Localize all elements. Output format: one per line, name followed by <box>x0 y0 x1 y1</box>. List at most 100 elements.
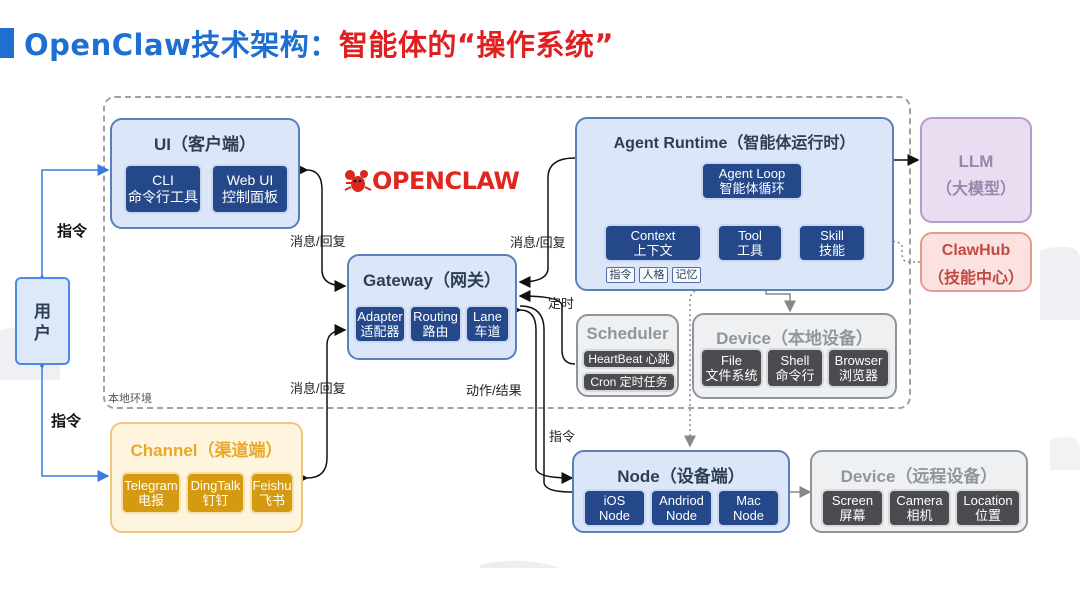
ui-client-title: UI（客户端） <box>154 135 256 154</box>
ios-sublabel: Node <box>598 508 631 523</box>
screen-label: Screen <box>831 493 874 508</box>
telegram-label: Telegram <box>124 478 178 493</box>
tool-sublabel: 工具 <box>736 243 763 258</box>
title-accent-bar <box>0 28 14 58</box>
device-remote-title: Device（远程设备） <box>840 467 998 486</box>
lobster-icon <box>344 170 372 192</box>
llm-box[interactable]: LLM （大模型） <box>920 117 1032 223</box>
user-node[interactable]: 用 户 <box>15 277 70 365</box>
gateway-title: Gateway（网关） <box>363 271 501 290</box>
shell-label: Shell <box>780 353 810 368</box>
dingtalk-sublabel: 钉钉 <box>202 493 229 508</box>
page-title: OpenClaw技术架构：智能体的“操作系统” <box>24 28 614 62</box>
cron-chip[interactable]: Cron 定时任务 <box>582 372 676 392</box>
routing-sublabel: 路由 <box>422 324 449 339</box>
user-label-line1: 用 <box>34 302 51 321</box>
location-label: Location <box>963 493 1013 508</box>
feishu-sublabel: 飞书 <box>258 493 285 508</box>
context-sublabel: 上下文 <box>633 243 673 258</box>
user-label-line2: 户 <box>34 324 51 343</box>
ui-gateway-label: 消息/回复 <box>290 234 346 249</box>
context-tag-persona: 人格 <box>639 267 668 283</box>
llm-title: LLM <box>958 152 994 171</box>
mac-sublabel: Node <box>732 508 765 523</box>
location-sublabel: 位置 <box>974 508 1001 523</box>
telegram-sublabel: 电报 <box>137 493 164 508</box>
shell-sublabel: 命令行 <box>775 368 815 383</box>
webui-sublabel: 控制面板 <box>222 189 278 205</box>
agent-runtime-title: Agent Runtime（智能体运行时） <box>613 135 856 152</box>
action-result-label: 动作/结果 <box>466 383 522 398</box>
channel-title: Channel（渠道端） <box>130 441 283 460</box>
clawhub-box[interactable]: ClawHub （技能中心） <box>920 232 1032 292</box>
android-label: Andriod <box>659 493 704 508</box>
agent-gateway-label: 消息/回复 <box>510 235 566 250</box>
timer-label: 定时 <box>548 296 575 311</box>
dingtalk-label: DingTalk <box>190 478 241 493</box>
node-command-label: 指令 <box>549 429 576 444</box>
feishu-label: Feishu <box>252 478 292 493</box>
openclaw-logo: OPENCLAW <box>342 166 520 196</box>
browser-label: Browser <box>834 353 883 368</box>
heartbeat-chip[interactable]: HeartBeat 心跳 <box>582 349 676 369</box>
adapter-label: Adapter <box>357 309 403 324</box>
file-label: File <box>721 353 742 368</box>
ios-label: iOS <box>603 493 626 508</box>
scheduler-title: Scheduler <box>586 324 669 343</box>
context-label: Context <box>630 228 676 243</box>
routing-label: Routing <box>413 309 458 324</box>
lane-label: Lane <box>473 309 502 324</box>
user-channel-command-label: 指令 <box>51 413 82 430</box>
mac-label: Mac <box>736 493 761 508</box>
agent-loop-label: Agent Loop <box>718 166 786 181</box>
context-tag-memory: 记忆 <box>672 267 701 283</box>
channel-gateway-label: 消息/回复 <box>290 381 346 396</box>
cli-label: CLI <box>152 172 174 188</box>
android-sublabel: Node <box>665 508 698 523</box>
scheduler-box[interactable]: Scheduler HeartBeat 心跳 Cron 定时任务 <box>576 314 679 397</box>
lane-sublabel: 车道 <box>474 324 501 339</box>
skill-sublabel: 技能 <box>818 243 845 258</box>
node-title: Node（设备端） <box>617 467 745 486</box>
logo-wordmark: OPENCLAW <box>372 167 520 195</box>
context-tag-instruction: 指令 <box>606 267 635 283</box>
tool-label: Tool <box>738 228 762 243</box>
adapter-sublabel: 适配器 <box>360 324 400 339</box>
agent-loop-sublabel: 智能体循环 <box>719 181 785 196</box>
browser-sublabel: 浏览器 <box>838 368 878 383</box>
webui-label: Web UI <box>226 172 274 188</box>
local-environment-label: 本地环境 <box>108 393 152 405</box>
clawhub-title: ClawHub <box>941 242 1011 259</box>
cli-sublabel: 命令行工具 <box>128 189 198 205</box>
camera-sublabel: 相机 <box>906 508 933 523</box>
llm-subtitle: （大模型） <box>935 181 1016 198</box>
